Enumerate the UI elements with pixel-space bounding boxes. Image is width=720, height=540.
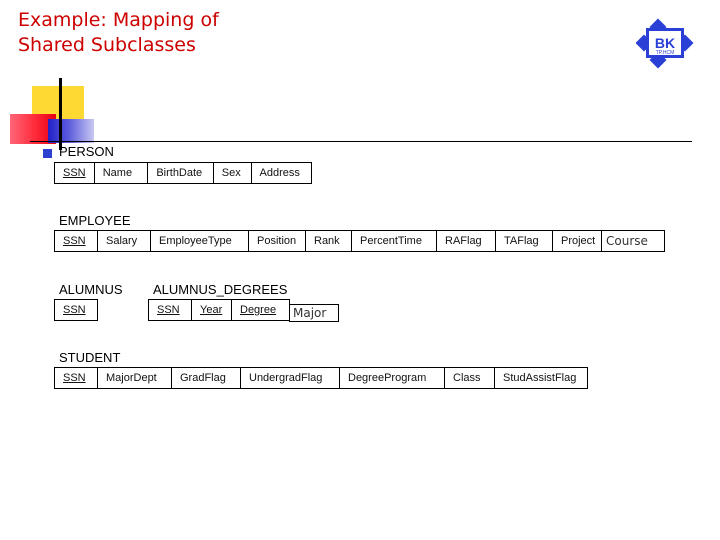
alumnus-degrees-attr-degree: Degree (240, 304, 277, 316)
employee-attr-ssn: SSN (55, 231, 98, 251)
employee-attr-project: Project (553, 231, 602, 251)
employee-relation: SSN Salary EmployeeType Position Rank Pe… (54, 230, 665, 252)
alumnus-degrees-attr-major: Major (289, 304, 340, 322)
slide-title-line-2: Shared Subclasses (18, 34, 196, 56)
employee-attr-raflag: RAFlag (437, 231, 496, 251)
decor-blue-bar (48, 119, 94, 143)
person-attr-birthdate: BirthDate (148, 163, 214, 183)
bk-logo: BK TP.HCM (636, 18, 694, 69)
alumnus-degrees-attr-ssn: SSN (149, 300, 192, 320)
logo-subtext: TP.HCM (656, 50, 675, 56)
slide-title: Example: Mapping of Shared Subclasses (18, 8, 219, 58)
person-attr-sex: Sex (214, 163, 252, 183)
employee-attr-percenttime: PercentTime (352, 231, 437, 251)
alumnus-degrees-relation: SSN Year Degree (148, 299, 290, 321)
student-table-name: STUDENT (59, 350, 121, 365)
employee-attr-taflag: TAFlag (496, 231, 553, 251)
employee-attr-position: Position (249, 231, 306, 251)
decor-vertical-line (59, 78, 62, 150)
student-attr-gradflag: GradFlag (172, 368, 241, 388)
employee-attr-salary: Salary (98, 231, 151, 251)
alumnus-attr-ssn: SSN (63, 304, 86, 316)
employee-attr-employeetype: EmployeeType (151, 231, 249, 251)
student-attr-majordept: MajorDept (98, 368, 172, 388)
student-relation: SSN MajorDept GradFlag UndergradFlag Deg… (54, 367, 588, 389)
student-attr-studassistflag: StudAssistFlag (503, 372, 577, 384)
student-attr-undergradflag: UndergradFlag (241, 368, 340, 388)
person-attr-ssn: SSN (55, 163, 95, 183)
person-attr-name: Name (95, 163, 149, 183)
alumnus-degrees-attr-year: Year (192, 300, 232, 320)
slide-title-line-1: Example: Mapping of (18, 9, 219, 31)
employee-attr-course: Course (606, 234, 648, 248)
person-relation: SSN Name BirthDate Sex Address (54, 162, 312, 184)
alumnus-relation: SSN (54, 299, 98, 321)
person-attr-address: Address (259, 167, 300, 179)
alumnus-table-name: ALUMNUS (59, 282, 123, 297)
alumnus-degrees-table-name: ALUMNUS_DEGREES (153, 282, 288, 297)
person-table-name: PERSON (59, 144, 114, 159)
student-attr-ssn: SSN (55, 368, 98, 388)
student-attr-degreeprogram: DegreeProgram (340, 368, 445, 388)
logo-text: BK (655, 35, 675, 51)
bullet-square-icon (43, 149, 52, 158)
student-attr-class: Class (445, 368, 495, 388)
employee-table-name: EMPLOYEE (59, 213, 131, 228)
decor-horizontal-line (30, 141, 692, 142)
employee-attr-rank: Rank (306, 231, 352, 251)
